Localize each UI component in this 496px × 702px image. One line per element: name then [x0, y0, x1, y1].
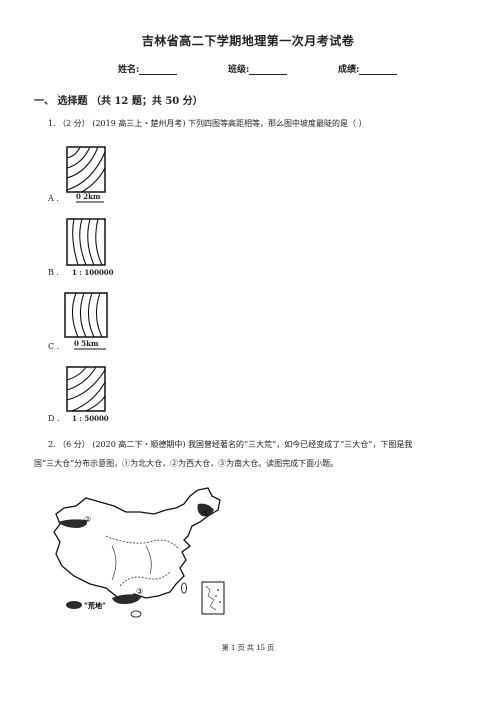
inset-island-1 — [217, 589, 219, 591]
contour-map-a — [66, 146, 106, 193]
wasteland-west — [58, 519, 87, 528]
contour-map-b — [66, 218, 106, 266]
name-field: 姓名: — [118, 62, 178, 75]
hainan-island — [130, 610, 142, 618]
class-field: 班级: — [228, 62, 288, 75]
wasteland-north — [197, 503, 214, 517]
marker-north-granary: ① — [202, 509, 209, 518]
question-2-line-1: 2. （6 分） (2020 高二下・顺德期中) 我国曾经著名的“三大荒”，如今… — [48, 440, 413, 449]
wasteland-south — [112, 594, 142, 604]
scale-bar-c — [74, 348, 106, 350]
score-field: 成绩: — [338, 62, 398, 75]
contour-map-c — [64, 292, 108, 338]
exam-title: 吉林省高二下学期地理第一次月考试卷 — [141, 34, 355, 48]
class-blank[interactable] — [249, 65, 288, 75]
page-footer: 第 1 页 共 15 页 — [221, 644, 275, 652]
option-c-label: C . — [48, 342, 60, 351]
river-1 — [111, 545, 117, 581]
china-outline — [53, 487, 221, 601]
marker-south-granary: ③ — [136, 587, 143, 596]
score-blank[interactable] — [359, 65, 398, 75]
scale-a: 0 2km — [76, 192, 101, 201]
inset-island-2 — [215, 595, 217, 597]
score-label: 成绩: — [338, 65, 360, 75]
student-info-row: 姓名: 班级: 成绩: — [0, 62, 496, 78]
scale-d: 1 : 50000 — [72, 414, 109, 423]
marker-west-granary: ② — [84, 515, 91, 524]
scale-c: 0 5km — [74, 339, 99, 348]
question-1-text: 1. （2 分） (2019 高三上・楚州月考) 下列四图等高距相等，那么图中坡… — [48, 119, 367, 128]
inset-coastline — [205, 585, 217, 611]
region-boundary-1 — [105, 535, 179, 549]
region-boundary-2 — [119, 571, 171, 587]
name-label: 姓名: — [118, 65, 140, 75]
contour-map-d — [66, 366, 106, 412]
scale-b: 1 : 100000 — [72, 268, 114, 277]
south-china-sea-inset — [201, 581, 225, 615]
china-granary-map: ① ② ③ “荒地” — [53, 487, 225, 618]
option-d-label: D . — [48, 414, 60, 423]
river-2 — [145, 545, 152, 575]
class-label: 班级: — [228, 65, 250, 75]
section-heading: 一、 选择题 （共 12 题；共 50 分） — [34, 96, 203, 107]
option-b-label: B . — [48, 268, 59, 277]
taiwan-island — [181, 582, 187, 594]
question-2-line-2: 国“三大仓”分布示意图，①为北大仓，②为西大仓，③为南大仓。读图完成下面小题。 — [34, 459, 339, 468]
legend-swatch — [66, 601, 82, 609]
scale-bar-a — [76, 201, 104, 203]
inset-island-3 — [219, 601, 221, 603]
legend-label: “荒地” — [84, 601, 106, 610]
option-a-label: A . — [48, 194, 59, 203]
name-blank[interactable] — [139, 65, 178, 75]
